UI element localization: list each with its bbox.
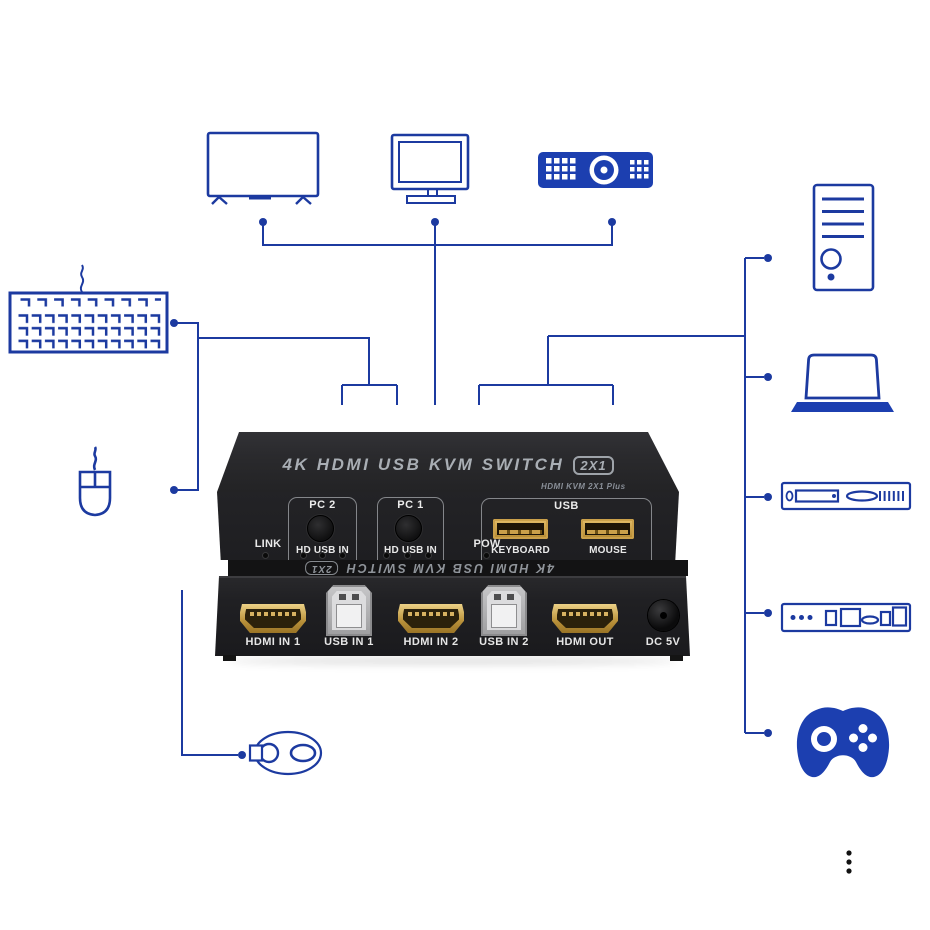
- laptop-icon: [791, 353, 894, 412]
- pc2-hd-usb-in-label: HD USB IN: [296, 545, 349, 556]
- pc2-label: PC 2: [309, 499, 336, 511]
- hdmi-in-2-label: HDMI IN 2: [403, 636, 459, 648]
- usb-in-1-label: USB IN 1: [324, 636, 374, 648]
- monitor-icon: [390, 133, 470, 204]
- usb-receiver-icon: [248, 730, 323, 776]
- link-label: LINK: [254, 538, 282, 550]
- projector-icon: [538, 152, 653, 188]
- pow-label: POW: [473, 538, 501, 550]
- desktop-pc-icon: [812, 183, 875, 292]
- kvm-title-badge: 2X1: [573, 455, 614, 475]
- pc2-led-hd: [301, 553, 306, 558]
- pc1-hd-usb-in-label: HD USB IN: [384, 545, 437, 556]
- kvm-title: 4K HDMI USB KVM SWITCH: [282, 455, 565, 474]
- game-controller-icon: [796, 707, 890, 778]
- usb-mouse-port: [581, 519, 634, 539]
- tv-icon: [206, 131, 320, 205]
- kvm-top-face: 4K HDMI USB KVM SWITCH 2X1: [217, 432, 679, 492]
- pc2-led-usb: [320, 553, 325, 558]
- hdmi-in-1-label: HDMI IN 1: [245, 636, 301, 648]
- usb-keyboard-port: [493, 519, 548, 539]
- vertical-ellipsis-icon: [846, 850, 852, 874]
- pc2-led-in: [340, 553, 345, 558]
- device-foot-right: [670, 655, 683, 661]
- pc1-led-usb: [405, 553, 410, 558]
- dvd-player-icon: [780, 481, 912, 511]
- keyboard-icon: [8, 264, 169, 354]
- pc1-led-hd: [384, 553, 389, 558]
- hdmi-in-2-port: [398, 604, 464, 633]
- kvm-model-text: HDMI KVM 2X1 Plus: [541, 482, 626, 491]
- junction-dots: [170, 218, 772, 759]
- kvm-mirrored-edge: 4K HDMI USB KVM SWITCH 2X1: [228, 560, 688, 576]
- dc-5v-label: DC 5V: [645, 636, 681, 648]
- usb-in-1-port: [326, 585, 372, 636]
- usb-in-2-label: USB IN 2: [479, 636, 529, 648]
- usb-label: USB: [554, 500, 579, 512]
- pc1-label: PC 1: [397, 499, 424, 511]
- kvm-front-panel: LINK PC 2 HD USB IN PC 1 HD USB IN POW U…: [217, 492, 679, 560]
- keyboard-port-label: KEYBOARD: [491, 545, 550, 556]
- mouse-port-label: MOUSE: [589, 545, 627, 556]
- kvm-mirrored-badge: 2X1: [305, 561, 339, 575]
- connector-lines: [177, 224, 764, 756]
- hdmi-out-port: [552, 604, 618, 633]
- link-led: [263, 553, 268, 558]
- pc1-select-button: [395, 515, 422, 542]
- pc1-group: PC 1 HD USB IN: [377, 497, 444, 560]
- kvm-mirrored-title: 4K HDMI USB KVM SWITCH: [345, 561, 555, 575]
- dc-5v-jack: [648, 600, 679, 631]
- pc2-group: PC 2 HD USB IN: [288, 497, 357, 560]
- pc1-led-in: [426, 553, 431, 558]
- device-foot-left: [223, 655, 236, 661]
- usb-group: USB KEYBOARD MOUSE: [481, 498, 652, 560]
- set-top-box-icon: [780, 602, 912, 633]
- hdmi-in-1-port: [240, 604, 306, 633]
- usb-in-2-port: [481, 585, 527, 636]
- device-shadow: [228, 657, 678, 665]
- pc2-select-button: [307, 515, 334, 542]
- mouse-icon: [78, 446, 112, 517]
- hdmi-out-label: HDMI OUT: [556, 636, 614, 648]
